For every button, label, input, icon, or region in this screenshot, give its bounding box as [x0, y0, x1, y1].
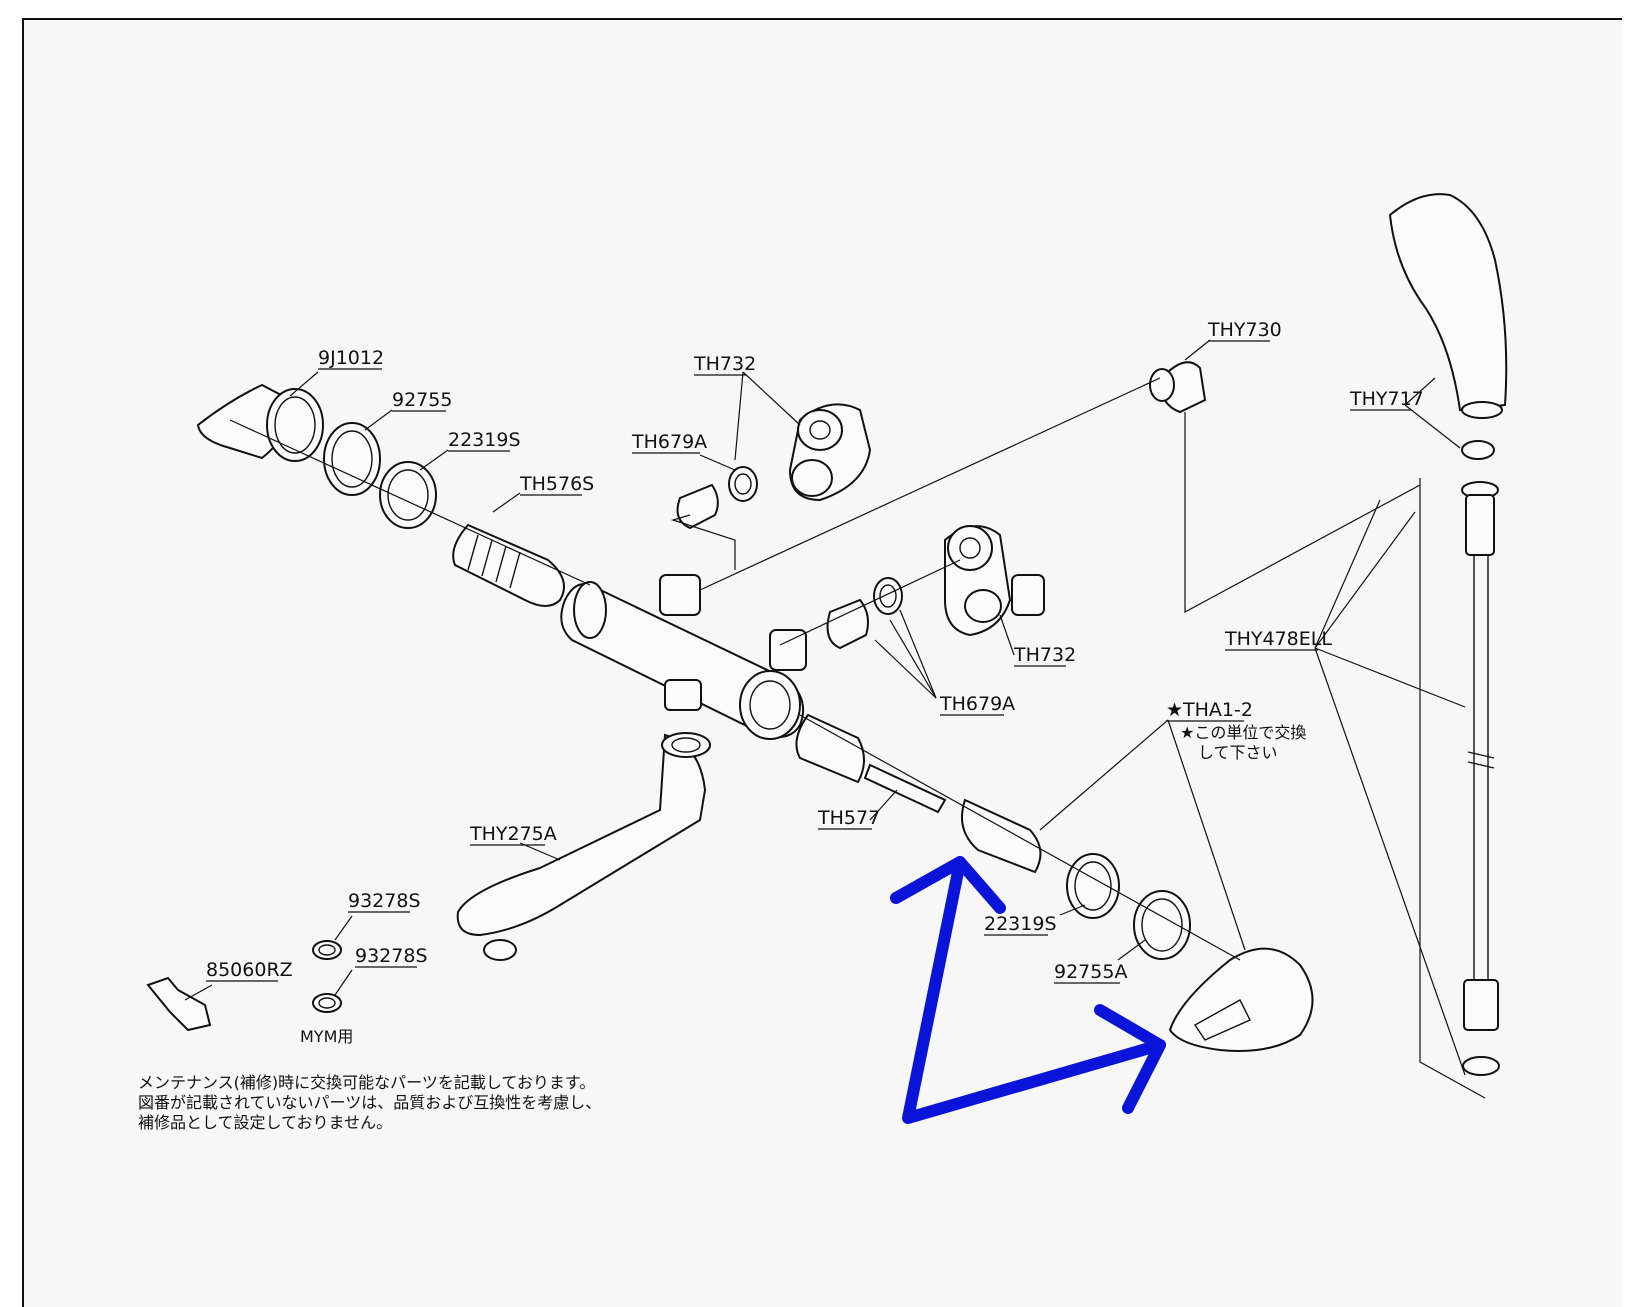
- shower-hose-part: [1461, 481, 1500, 1076]
- label-93278S-b: 93278S: [355, 945, 428, 967]
- label-THA1-2-note-2: して下さい: [1198, 743, 1278, 762]
- label-THY275A: THY275A: [469, 823, 557, 845]
- label-THY717: THY717: [1349, 388, 1424, 410]
- label-TH576S: TH576S: [519, 473, 594, 495]
- label-THY730: THY730: [1207, 319, 1282, 341]
- blue-arrow-annotation: [890, 856, 1166, 1124]
- top-elbow-group: [676, 403, 872, 530]
- label-MYM: MYM用: [300, 1027, 353, 1046]
- label-9J1012: 9J1012: [318, 347, 384, 369]
- label-TH732-top: TH732: [693, 353, 756, 375]
- drawing-sheet: [22, 18, 1622, 1307]
- label-TH577: TH577: [817, 807, 880, 829]
- label-22319S-bottom: 22319S: [984, 913, 1057, 935]
- spout-part: [456, 732, 711, 961]
- label-TH679A-mid: TH679A: [939, 693, 1015, 715]
- leader-lines: [184, 339, 1466, 1076]
- label-THA1-2: ★THA1-2: [1166, 699, 1253, 721]
- part-labels: 9J1012 92755 22319S TH576S TH732 TH679A …: [206, 319, 1424, 1046]
- label-THY478ELL: THY478ELL: [1224, 628, 1332, 650]
- label-22319S-top: 22319S: [448, 429, 521, 451]
- small-parts: [146, 940, 342, 1032]
- label-92755A: 92755A: [1054, 961, 1127, 983]
- footnote: メンテナンス(補修)時に交換可能なパーツを記載しております。 図番が記載されてい…: [138, 1073, 601, 1132]
- right-cartridge-group: [795, 713, 1314, 1052]
- label-92755: 92755: [392, 389, 452, 411]
- footnote-line-1: メンテナンス(補修)時に交換可能なパーツを記載しております。: [138, 1073, 595, 1092]
- assembly-axis-lines: [229, 377, 1486, 1099]
- label-TH732-mid: TH732: [1013, 644, 1076, 666]
- footnote-line-3: 補修品として設定しておりません。: [138, 1113, 392, 1132]
- middle-elbow-group: [826, 525, 1045, 650]
- elbow-fitting-THY730: [1149, 361, 1207, 414]
- label-93278S-a: 93278S: [348, 890, 421, 912]
- shower-head-part: [1388, 193, 1508, 460]
- label-TH679A-top: TH679A: [631, 431, 707, 453]
- label-85060RZ: 85060RZ: [206, 959, 293, 981]
- valve-body: [560, 574, 807, 740]
- label-THA1-2-note-1: ★この単位で交換: [1180, 723, 1306, 742]
- footnote-line-2: 図番が記載されていないパーツは、品質および互換性を考慮し、: [138, 1093, 601, 1112]
